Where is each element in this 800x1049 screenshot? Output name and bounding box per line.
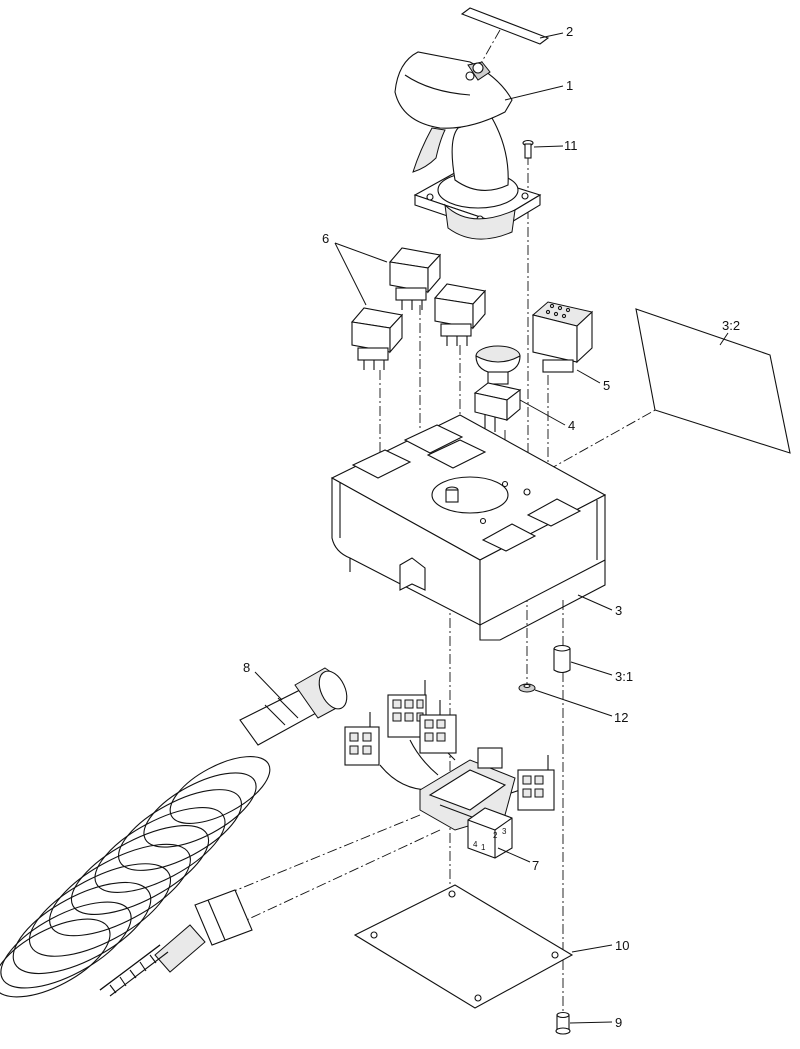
part-12-nut [518,683,536,693]
callout-9: 9 [615,1015,622,1030]
part-3-1-spacer [553,644,571,674]
callout-1: 1 [566,78,573,93]
callout-6: 6 [322,231,329,246]
callout-2: 2 [566,24,573,39]
pin-number: 2 [493,831,498,840]
leader-lines [254,32,729,1024]
callout-labels: 2 1 11 6 3:2 5 4 3 3:1 12 8 7 10 9 [243,24,740,1030]
part-8-coiled-cable-harness [0,667,348,998]
part-5-switch-module [531,301,594,373]
callout-4: 4 [568,418,575,433]
part-2-label-plate [460,7,550,66]
callout-3: 3 [615,603,622,618]
part-7-wiring-harness: 4 1 2 3 [344,680,555,859]
pin-number: 4 [473,840,478,849]
part-10-base-plate [353,884,574,1009]
part-3-2-decal [635,308,791,454]
part-4-emergency-stop-button [473,345,522,432]
part-6-rocker-switch-c [433,283,487,346]
part-1-joystick [394,51,542,240]
callout-3-2: 3:2 [722,318,740,333]
part-6-rocker-switch-a [388,247,442,310]
callout-5: 5 [603,378,610,393]
part-9-bolt [555,1011,571,1035]
pin-number: 1 [481,843,486,852]
callout-7: 7 [532,858,539,873]
callout-12: 12 [614,710,628,725]
callout-11: 11 [564,138,578,153]
callout-8: 8 [243,660,250,675]
part-3-enclosure [330,414,607,641]
part-11-screw [522,139,534,159]
callout-10: 10 [615,938,629,953]
callout-3-1: 3:1 [615,669,633,684]
part-6-rocker-switch-b [350,307,404,370]
pin-number: 3 [502,827,507,836]
